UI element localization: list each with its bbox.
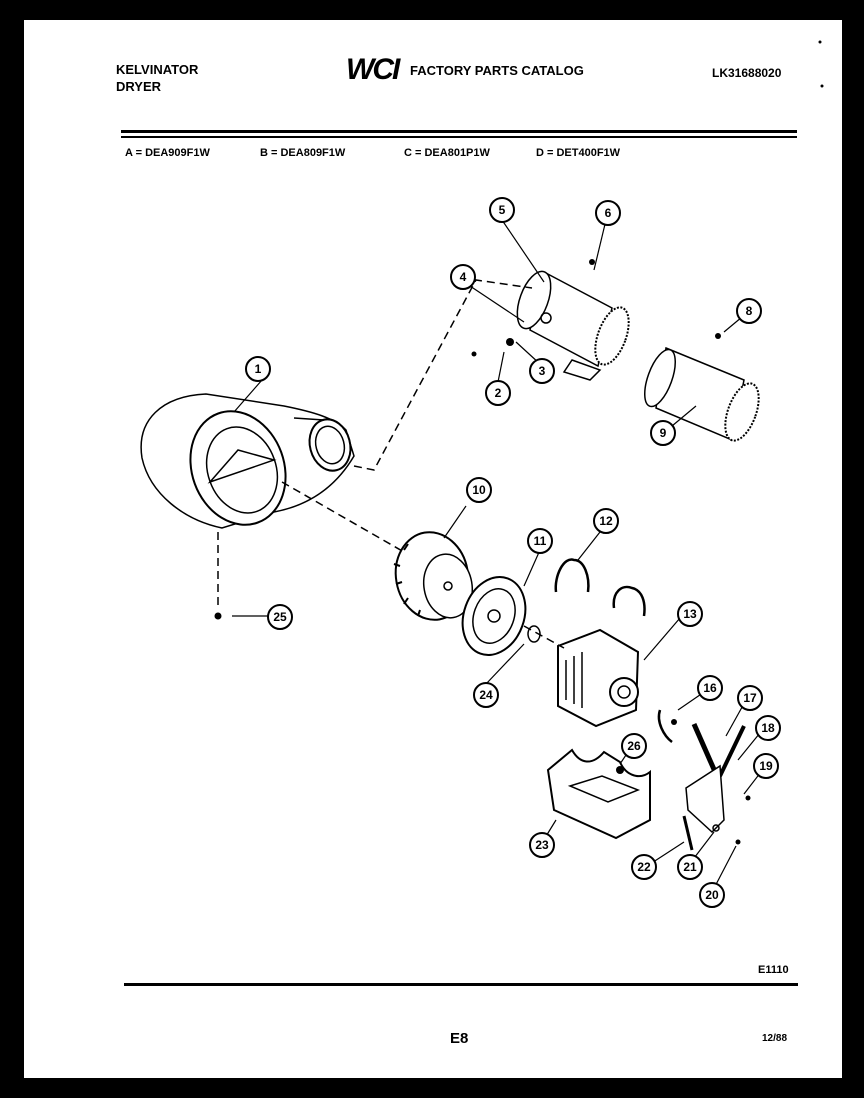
svg-text:12: 12 (599, 514, 613, 528)
product-type: DRYER (116, 79, 162, 94)
model-a: A = DEA909F1W (125, 147, 210, 159)
heater-element (644, 346, 760, 442)
svg-text:11: 11 (534, 534, 547, 548)
model-c: C = DEA801P1W (404, 147, 490, 159)
assembly-line-motor (523, 625, 565, 649)
callout-13: 13 (677, 601, 703, 627)
svg-text:18: 18 (761, 721, 775, 735)
assembly-line-duct (353, 279, 533, 471)
brand-name: KELVINATOR (116, 62, 199, 77)
svg-text:21: 21 (683, 860, 697, 874)
margin-marks (818, 40, 824, 88)
footer-rule (124, 983, 798, 986)
revision-date: 12/88 (762, 1033, 788, 1044)
svg-text:20: 20 (705, 888, 719, 902)
catalog-title: FACTORY PARTS CATALOG (410, 63, 584, 78)
blower-wheel (393, 531, 474, 621)
header-rule-top (121, 130, 797, 133)
callout-4: 4 (450, 264, 476, 290)
callout-19: 19 (753, 753, 779, 779)
page-number: E8 (450, 1030, 469, 1047)
motor-clip (554, 558, 590, 593)
callout-8: 8 (736, 298, 762, 324)
svg-text:22: 22 (637, 860, 651, 874)
svg-text:23: 23 (535, 838, 549, 852)
drum-pulley (461, 576, 541, 656)
assembly-line-wheel (281, 481, 405, 553)
callout-25: 25 (267, 604, 293, 630)
callout-11: 11 (527, 528, 553, 554)
callout-5: 5 (489, 197, 515, 223)
exploded-parts-diagram: 1 2 3 4 5 6 8 9 10 11 12 13 16 17 18 19 … (140, 40, 824, 908)
callout-18: 18 (755, 715, 781, 741)
svg-text:26: 26 (627, 739, 641, 753)
svg-text:10: 10 (472, 483, 486, 497)
svg-text:2: 2 (495, 386, 502, 400)
svg-text:17: 17 (743, 691, 757, 705)
model-d: D = DET400F1W (536, 147, 621, 159)
svg-text:5: 5 (499, 203, 506, 217)
catalog-page: KELVINATOR DRYER WCI FACTORY PARTS CATAL… (24, 20, 842, 1078)
svg-text:8: 8 (746, 304, 753, 318)
callout-17: 17 (737, 685, 763, 711)
svg-text:19: 19 (759, 759, 773, 773)
svg-text:4: 4 (460, 270, 467, 284)
callout-9: 9 (650, 420, 676, 446)
svg-text:6: 6 (605, 206, 612, 220)
callout-22: 22 (631, 854, 657, 880)
svg-text:1: 1 (255, 362, 262, 376)
svg-text:25: 25 (273, 610, 287, 624)
diagram-code: E1110 (758, 964, 789, 976)
callout-16: 16 (697, 675, 723, 701)
header-rule-bottom (121, 136, 797, 138)
model-b: B = DEA809F1W (260, 147, 346, 159)
svg-text:9: 9 (660, 426, 667, 440)
callout-3: 3 (529, 358, 555, 384)
svg-text:3: 3 (539, 364, 546, 378)
callout-2: 2 (485, 380, 511, 406)
motor-clip-2 (612, 585, 646, 617)
callout-20: 20 (699, 882, 725, 908)
blower-housing (140, 393, 355, 529)
switch-assembly (657, 709, 746, 851)
svg-text:16: 16 (703, 681, 717, 695)
callout-6: 6 (595, 200, 621, 226)
drive-motor (557, 628, 640, 728)
wci-logo: WCI (346, 53, 400, 86)
callout-26: 26 (621, 733, 647, 759)
callout-10: 10 (466, 477, 492, 503)
catalog-number: LK31688020 (712, 66, 782, 80)
callout-12: 12 (593, 508, 619, 534)
callout-23: 23 (529, 832, 555, 858)
callout-21: 21 (677, 854, 703, 880)
svg-text:24: 24 (479, 688, 493, 702)
svg-text:13: 13 (683, 607, 697, 621)
callout-24: 24 (473, 682, 499, 708)
callout-1: 1 (245, 356, 271, 382)
heater-duct (516, 270, 630, 381)
motor-mount-bracket (546, 748, 651, 840)
